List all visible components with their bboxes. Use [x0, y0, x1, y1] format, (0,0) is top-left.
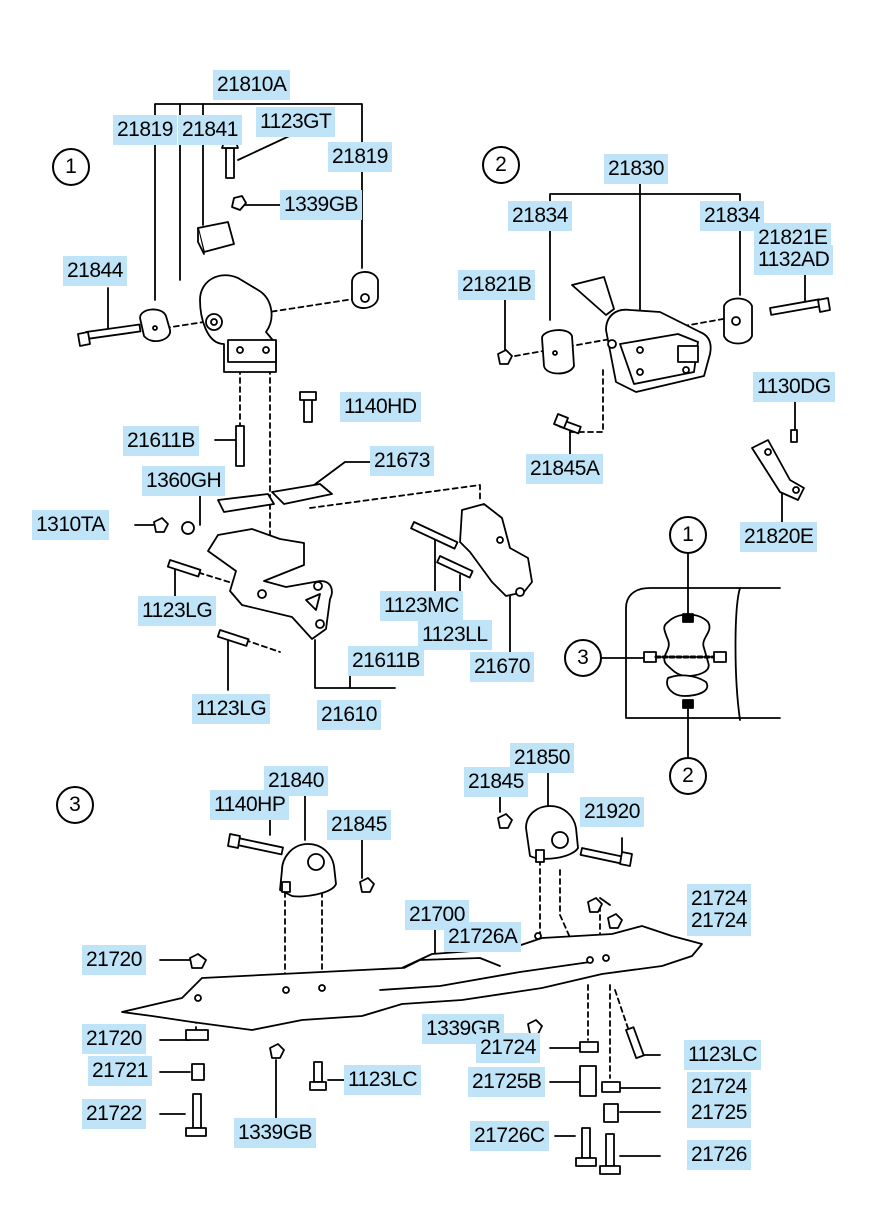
part-label-21820E: 21820E [740, 522, 818, 552]
part-label-21725B: 21725B [468, 1067, 546, 1097]
part-label-1123LC-left: 1123LC [344, 1065, 422, 1095]
view3-crossmember-parts [121, 805, 703, 1175]
part-label-21611B-b: 21611B [348, 646, 424, 676]
part-label-21845-b: 21845 [464, 767, 528, 797]
part-label-21810A: 21810A [213, 70, 291, 100]
part-label-21611B-a: 21611B [123, 426, 199, 456]
part-label-1123MC: 1123MC [380, 591, 463, 621]
locator-marker-2: 2 [669, 757, 707, 795]
part-label-21725: 21725 [687, 1098, 751, 1128]
view-marker-2: 2 [482, 146, 520, 184]
part-label-21841: 21841 [178, 115, 242, 145]
part-label-1360GH: 1360GH [142, 466, 226, 496]
part-label-21819-right: 21819 [328, 142, 392, 172]
part-label-21834-left: 21834 [508, 201, 572, 231]
part-label-21726A: 21726A [444, 922, 522, 952]
part-label-21724-b: 21724 [687, 906, 751, 936]
part-label-21845A: 21845A [526, 454, 604, 484]
part-label-21673: 21673 [370, 446, 434, 476]
part-label-21830: 21830 [604, 154, 668, 184]
part-label-1310TA: 1310TA [32, 510, 109, 540]
part-label-21726C: 21726C [470, 1121, 549, 1151]
part-label-21920: 21920 [580, 797, 644, 827]
part-label-21844: 21844 [63, 256, 127, 286]
view1-mount-parts [77, 141, 533, 647]
part-label-1140HD: 1140HD [340, 392, 421, 422]
part-label-21720-top: 21720 [82, 945, 146, 975]
part-label-21721: 21721 [88, 1056, 152, 1086]
locator-marker-3: 3 [564, 639, 602, 677]
part-label-21845-a: 21845 [327, 810, 391, 840]
part-label-1123LG-b: 1123LG [192, 694, 271, 724]
part-label-1123LL: 1123LL [418, 620, 492, 650]
locator-marker-1: 1 [669, 516, 707, 554]
part-label-21720-bottom: 21720 [82, 1024, 146, 1054]
part-label-21850: 21850 [510, 743, 574, 773]
part-label-21821B: 21821B [458, 270, 536, 300]
part-label-1123GT: 1123GT [256, 107, 336, 137]
part-label-21724-c: 21724 [476, 1033, 540, 1063]
view-marker-1: 1 [52, 148, 90, 186]
part-label-21670: 21670 [470, 652, 534, 682]
view-marker-3: 3 [56, 786, 94, 824]
part-label-1130DG: 1130DG [753, 372, 835, 402]
part-label-1132AD: 1132AD [754, 245, 834, 275]
vehicle-locator [599, 551, 781, 761]
part-label-21722: 21722 [82, 1099, 146, 1129]
part-label-1123LC-right: 1123LC [684, 1040, 762, 1070]
part-label-21819-left: 21819 [113, 115, 177, 145]
part-label-1339GB-bottom: 1339GB [234, 1118, 317, 1148]
part-label-21610: 21610 [317, 700, 381, 730]
part-label-1140HP: 1140HP [210, 790, 290, 820]
part-label-21724-d: 21724 [687, 1072, 751, 1102]
part-label-1123LG-a: 1123LG [138, 596, 217, 626]
part-label-1339GB-top: 1339GB [280, 190, 363, 220]
part-label-21834-right: 21834 [700, 201, 764, 231]
view2-mount-parts [497, 276, 831, 501]
part-label-21726: 21726 [687, 1140, 751, 1170]
